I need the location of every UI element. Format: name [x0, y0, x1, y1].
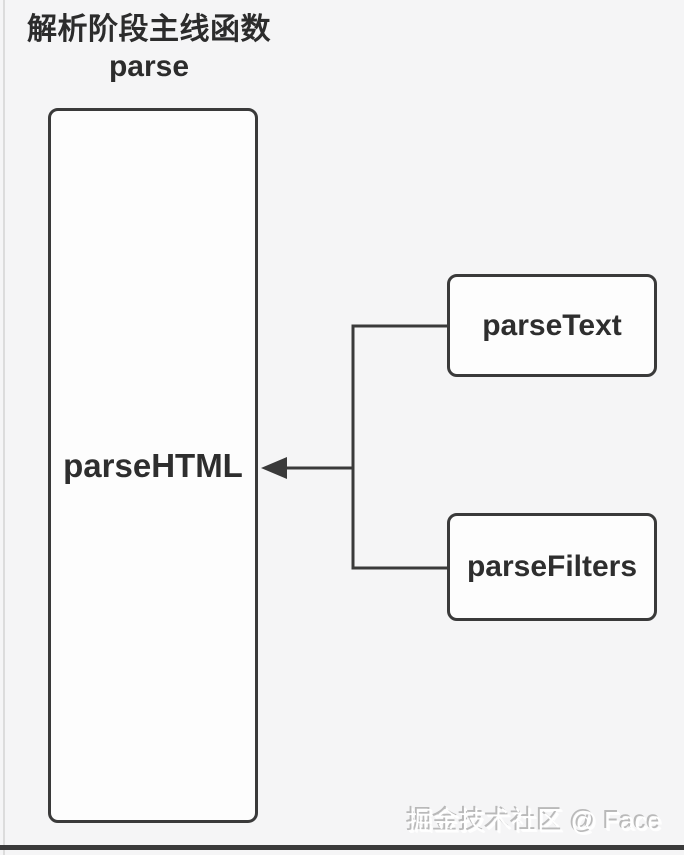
bottom-border-line [0, 845, 684, 850]
arrowhead-icon [261, 457, 287, 479]
left-edge-line [3, 0, 5, 855]
node-parsetext: parseText [447, 274, 657, 377]
node-parsehtml: parseHTML [48, 108, 258, 823]
node-parsehtml-label: parseHTML [63, 446, 243, 484]
diagram-subtitle: parse [108, 50, 190, 83]
edge-parsetext-line [351, 324, 447, 570]
node-parsetext-label: parseText [482, 308, 622, 342]
node-parsefilters-label: parseFilters [466, 550, 638, 583]
node-parsefilters: parseFilters [447, 513, 657, 621]
watermark-text: 掘金技术社区 @ Face [407, 806, 662, 836]
diagram-title: 解析阶段主线函数 [27, 13, 271, 46]
diagram-title-block: 解析阶段主线函数 parse [8, 12, 290, 84]
